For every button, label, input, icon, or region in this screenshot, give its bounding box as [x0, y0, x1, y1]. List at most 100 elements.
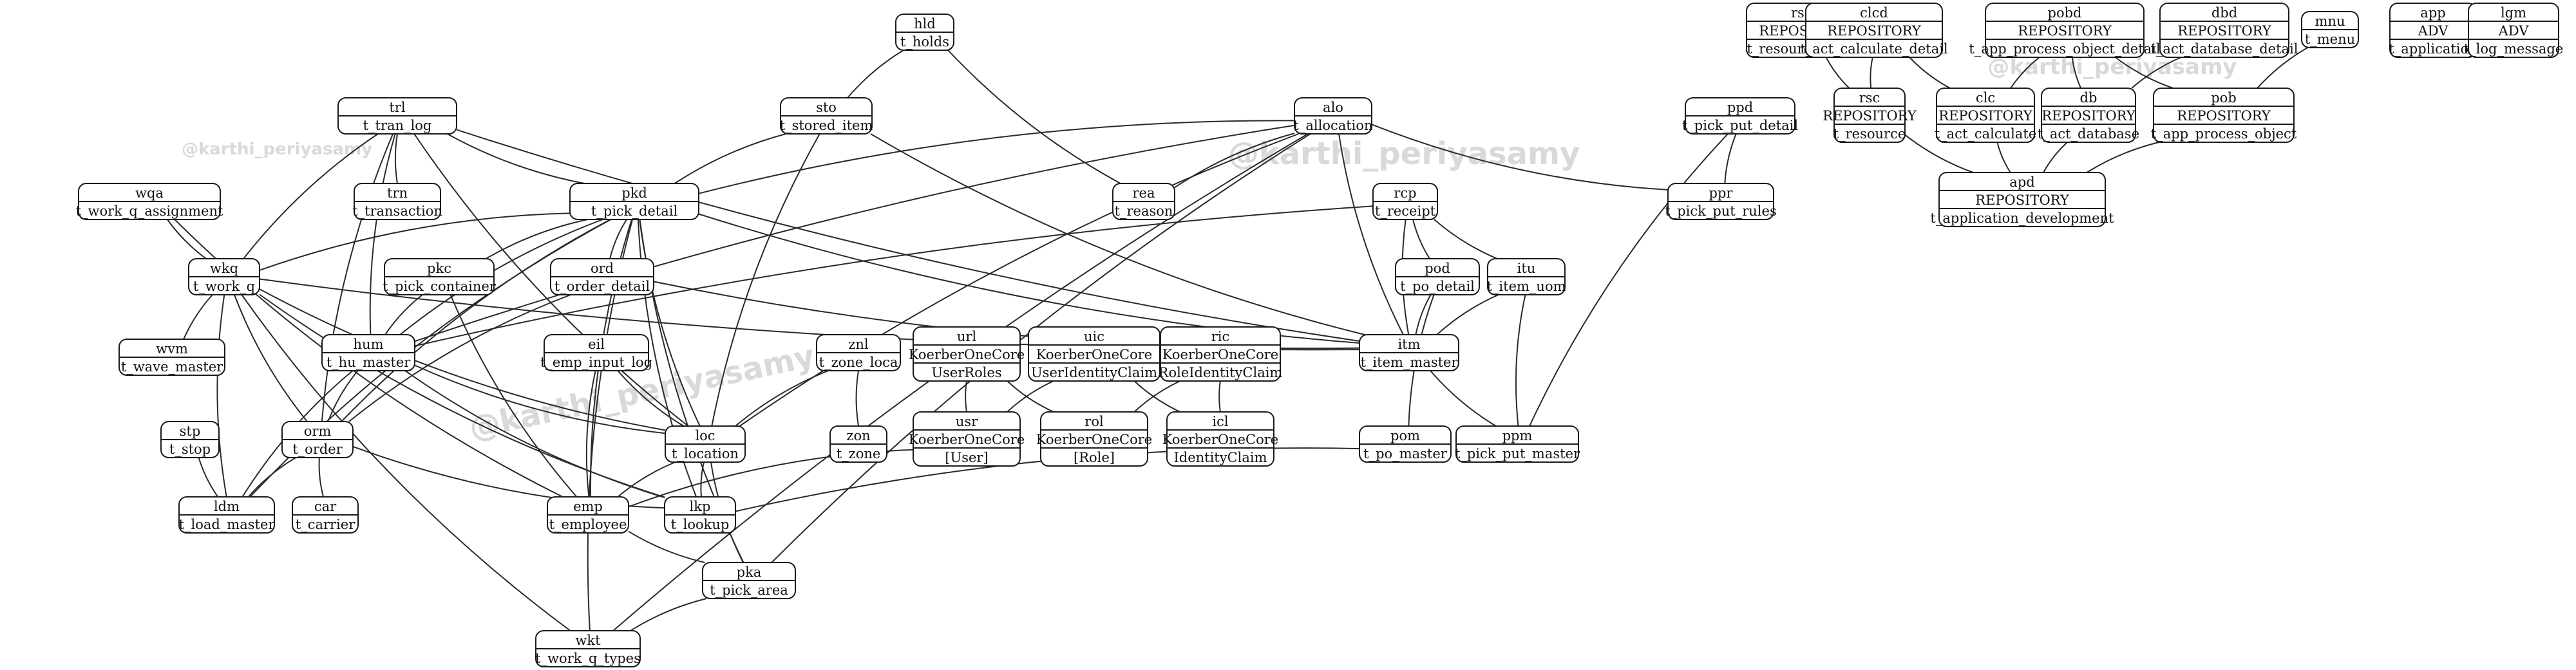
relationship-edge-znl-zon	[855, 370, 859, 427]
relationship-edge-db-apd	[2043, 142, 2068, 173]
table-alias-label: sto	[816, 100, 837, 115]
table-alias-label: zon	[846, 428, 870, 443]
relationship-edge-hum-loc	[414, 364, 666, 434]
relationship-edge-loc-lkp	[700, 461, 705, 498]
relationship-edge-ord-orm	[348, 294, 571, 422]
table-node-trl[interactable]: trl t_tran_log	[337, 97, 457, 135]
table-name-label: t_work_q_assignment	[76, 203, 223, 219]
table-node-sto[interactable]: sto t_stored_item	[780, 97, 873, 135]
table-schema-label: REPOSITORY	[2177, 108, 2271, 124]
relationship-edge-uic-icl	[1133, 380, 1181, 413]
table-name-label: t_work_q	[193, 279, 255, 294]
relationship-edge-wkq-loc	[259, 288, 666, 431]
table-alias-label: rsc	[1859, 90, 1880, 106]
table-name-label: t_load_master	[179, 517, 276, 532]
table-name-label: t_act_calculate_detail	[1800, 41, 1948, 57]
table-alias-label: lkp	[690, 499, 711, 514]
table-alias-label: pkd	[621, 185, 647, 201]
table-node-box	[1936, 88, 2035, 143]
table-schema-label: REPOSITORY	[2041, 108, 2136, 124]
table-alias-label: trl	[389, 100, 405, 115]
relationship-edge-trl-loc	[413, 133, 689, 427]
table-name-label: t_act_calculate	[1935, 126, 2037, 142]
relationship-edge-clcd-clc	[1909, 57, 1951, 89]
table-alias-label: pob	[2211, 90, 2237, 106]
relationship-edge-itu-ppm	[1515, 294, 1526, 427]
relationship-edge-pkd-hum	[399, 219, 603, 335]
table-alias-label: ppm	[1502, 428, 1533, 443]
relationship-edge-rcp-hum	[414, 205, 1374, 347]
table-node-ppm[interactable]: ppm t_pick_put_master	[1455, 425, 1580, 463]
table-schema-label: ADV	[2498, 23, 2530, 39]
relationship-edge-pobd-clc	[2010, 57, 2040, 89]
relationship-edge-rscd-rsc	[1825, 57, 1850, 89]
relationship-edge-mnu-pob	[2257, 47, 2308, 89]
table-node-box	[913, 326, 1021, 382]
relationship-edge-hld-sto	[847, 50, 904, 98]
table-name-label: t_stored_item	[780, 118, 873, 133]
table-alias-label: ord	[591, 261, 614, 276]
table-name-label: t_pick_put_master	[1455, 446, 1580, 461]
relationship-edge-pobd-pob	[2114, 57, 2174, 89]
relationship-edge-alo-itm	[1338, 133, 1404, 335]
table-name-label: t_employee	[549, 517, 627, 532]
table-schema-label: KoerberOneCore	[1162, 347, 1279, 362]
table-node-pobd[interactable]: pobdREPOSITORYt_app_process_object_detai…	[1969, 3, 2161, 58]
relationship-edge-wkq-wkt	[241, 294, 571, 631]
table-alias-label: apd	[2009, 174, 2034, 190]
relationship-edge-trl-trn	[394, 133, 398, 184]
table-schema-label: REPOSITORY	[1823, 108, 1917, 124]
relationship-edge-znl-loc	[735, 370, 829, 427]
relationship-edge-url-rol	[1007, 380, 1054, 413]
table-name-label: t_tran_log	[363, 118, 432, 133]
table-alias-label: itm	[1397, 337, 1420, 352]
table-alias-label: ppr	[1709, 185, 1734, 201]
